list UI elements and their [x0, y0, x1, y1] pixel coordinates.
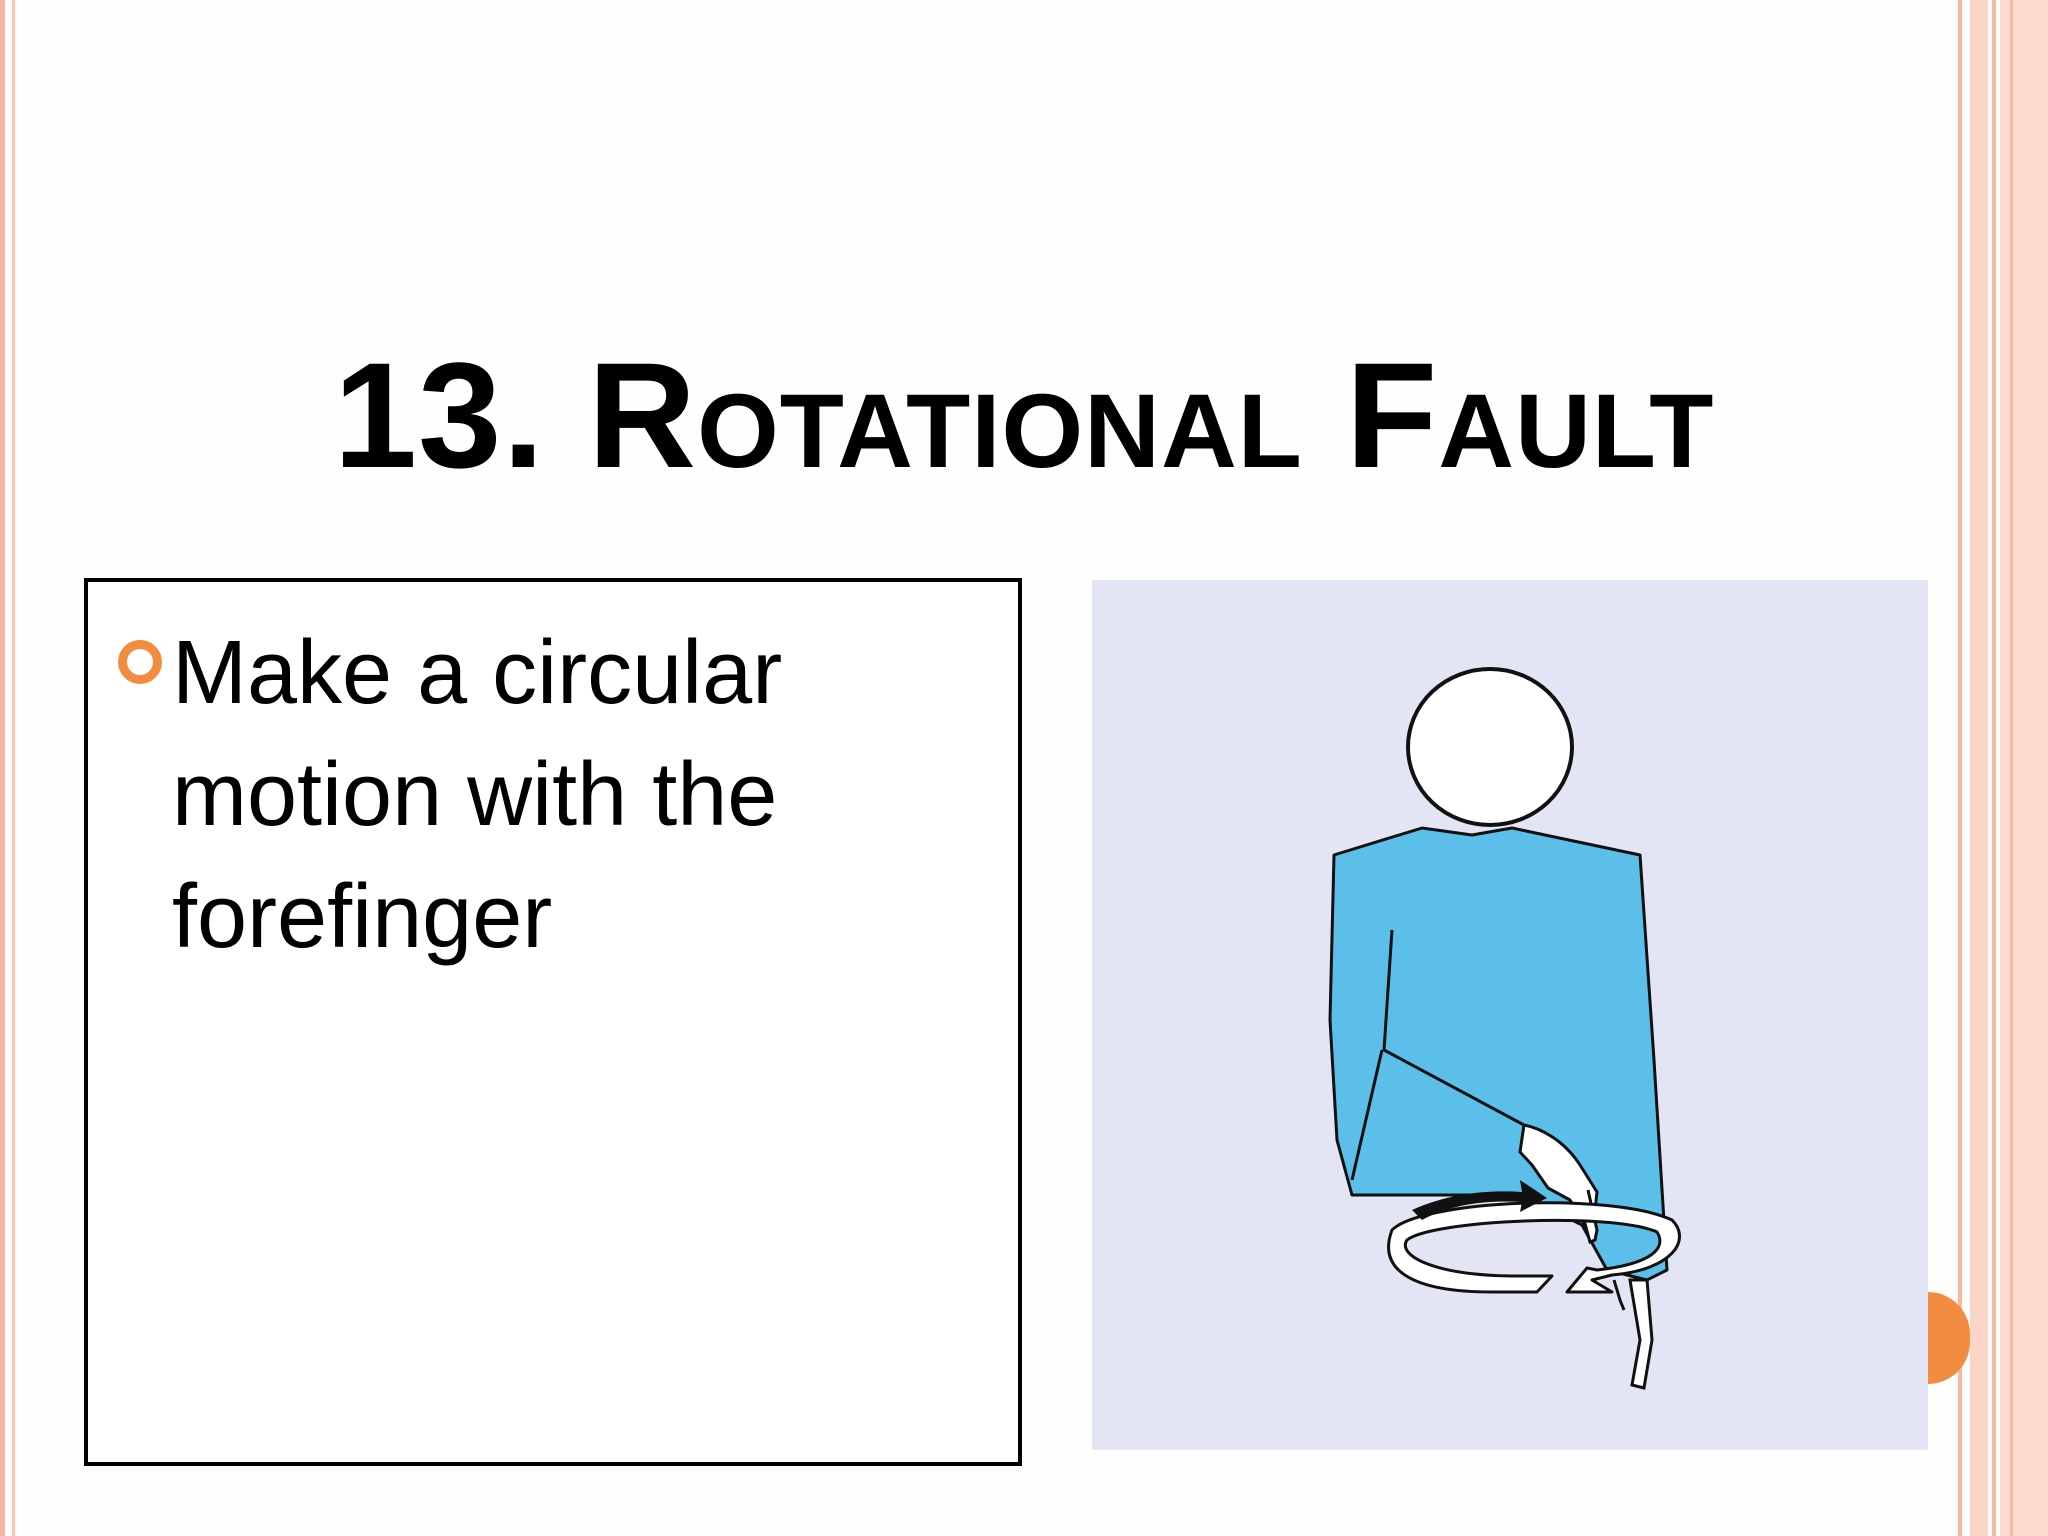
content-text-box: Make a circular motion with the forefing… [84, 578, 1022, 1466]
left-border-stripe [0, 0, 5, 1536]
right-border-band [1970, 0, 1988, 1536]
right-border-band-2 [2000, 0, 2048, 1536]
bullet-text: Make a circular motion with the forefing… [172, 623, 783, 967]
bullet-circle-icon [118, 640, 162, 684]
left-border-stripe-inner [12, 0, 15, 1536]
right-border-stripe-2 [1992, 0, 1996, 1536]
right-border-stripe [1958, 0, 1962, 1536]
slide-number-tab [1928, 1292, 1970, 1384]
right-border-stripe-3 [2010, 0, 2013, 1536]
slide-title: 13. Rotational Fault [333, 331, 1715, 499]
referee-figure-icon [1328, 667, 1681, 1390]
referee-signal-image [1092, 580, 1928, 1450]
